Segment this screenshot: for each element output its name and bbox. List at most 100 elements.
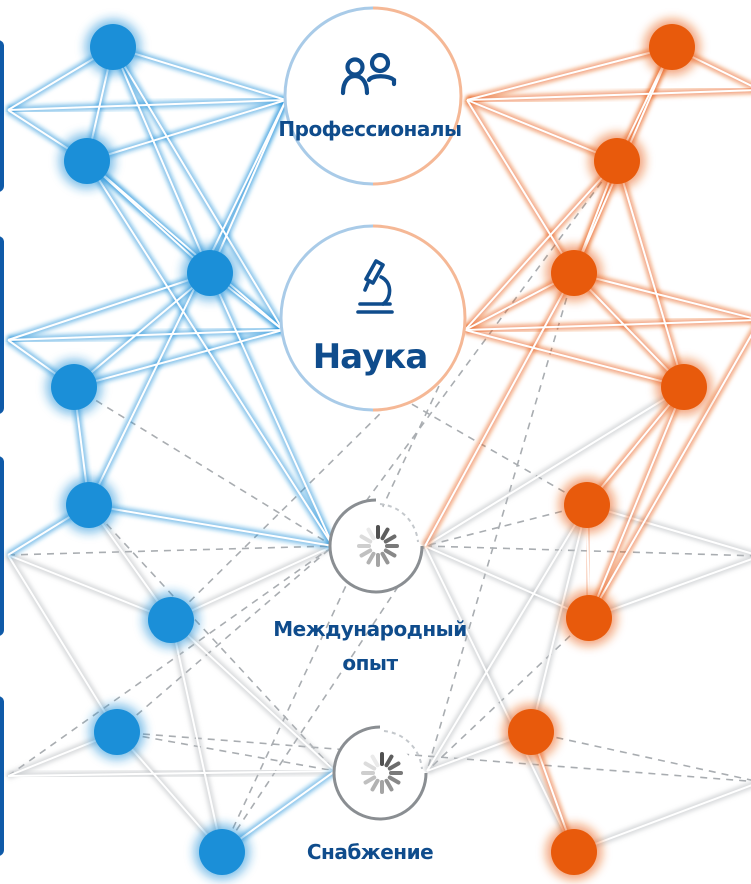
hub-international-label-line2: опыт: [342, 651, 398, 675]
orange-link: [464, 319, 751, 331]
spinner-spoke: [366, 527, 376, 541]
gray-link: [170, 619, 223, 853]
blue-node: [187, 250, 233, 296]
blue-node: [148, 597, 194, 643]
orange-link: [424, 272, 575, 547]
dashed-link: [116, 731, 751, 783]
blue-link: [7, 329, 284, 341]
dashed-link: [73, 386, 334, 547]
dashed-link: [7, 545, 334, 556]
orange-node: [551, 829, 597, 875]
blue-link: [7, 272, 211, 341]
network-nodes: [46, 19, 712, 880]
spinner-spoke: [383, 548, 397, 558]
hub-supply-ring: [332, 725, 428, 821]
blue-node: [64, 138, 110, 184]
spinner-spoke: [380, 551, 390, 565]
blue-node: [51, 364, 97, 410]
blue-link: [112, 46, 284, 331]
blue-link: [86, 160, 334, 547]
blue-link: [209, 272, 334, 547]
orange-link: [466, 89, 751, 101]
gray-link: [7, 554, 172, 621]
loading-spinner-icon: [357, 525, 399, 567]
spinner-spoke: [370, 754, 380, 768]
spinner-spoke: [359, 534, 373, 544]
hub-science-label: Наука: [312, 337, 429, 377]
dashed-link: [221, 545, 426, 853]
blue-link: [86, 160, 284, 331]
spinner-spoke: [383, 534, 397, 544]
dashed-link: [426, 617, 590, 772]
hub-professionals-inner-ring: [295, 18, 374, 174]
microscope-icon-arm: [379, 275, 392, 306]
gray-link: [170, 619, 336, 772]
blue-link: [88, 99, 287, 506]
left-edge-tab: [0, 456, 4, 636]
hub-supply-label: Снабжение: [306, 840, 434, 864]
blue-link: [7, 99, 287, 111]
orange-link: [588, 386, 685, 619]
gray-link: [588, 558, 751, 619]
orange-link: [464, 160, 618, 331]
people-icon-head-back: [369, 52, 391, 74]
dashed-link: [116, 545, 334, 733]
gray-link: [426, 504, 588, 772]
dashed-link: [88, 504, 336, 772]
orange-node: [661, 364, 707, 410]
people-icon-body-front: [340, 73, 370, 96]
hub-professionals-ring-right: [372, 6, 463, 186]
orange-link: [466, 99, 575, 274]
dashed-link: [424, 545, 751, 557]
spinner-spoke: [380, 527, 390, 541]
spinner-spoke: [363, 775, 377, 785]
blue-node: [94, 709, 140, 755]
spinner-spoke: [387, 775, 401, 785]
blue-node: [90, 24, 136, 70]
hub-science[interactable]: [279, 224, 467, 412]
blue-node: [66, 482, 112, 528]
spinner-spoke: [359, 548, 373, 558]
gray-link: [170, 545, 334, 621]
orange-node: [566, 595, 612, 641]
orange-link: [616, 160, 685, 388]
gray-link: [573, 784, 751, 853]
gray-link: [530, 504, 588, 733]
people-icon-body-back: [366, 74, 397, 87]
hub-science-ring-left: [279, 224, 374, 412]
orange-link: [464, 329, 685, 388]
dashed-link: [332, 160, 618, 547]
hub-supply[interactable]: [332, 725, 428, 821]
orange-link: [588, 333, 751, 619]
spinner-spoke: [384, 754, 394, 768]
gray-link: [424, 545, 575, 853]
orange-node: [649, 24, 695, 70]
gray-link: [7, 554, 118, 733]
gray-links: [7, 386, 751, 853]
dashed-link: [7, 545, 334, 777]
spinner-spoke: [384, 778, 394, 792]
dashed-link: [116, 731, 336, 772]
blue-link: [112, 46, 211, 274]
hub-professionals-label: Профессионалы: [278, 117, 462, 141]
blue-node: [199, 829, 245, 875]
dashed-link: [221, 329, 466, 853]
spinner-spoke: [370, 778, 380, 792]
microscope-icon-lens: [363, 281, 370, 292]
hub-international[interactable]: [328, 498, 424, 594]
hub-international-label: Международный опыт: [220, 612, 520, 680]
orange-node: [594, 138, 640, 184]
orange-link: [573, 272, 751, 319]
gray-link: [7, 770, 336, 777]
blue-link: [73, 329, 284, 388]
orange-node: [508, 709, 554, 755]
dashed-link: [426, 272, 575, 772]
gray-link: [424, 386, 685, 547]
orange-link: [466, 46, 673, 101]
hub-professionals[interactable]: [283, 6, 463, 186]
microscope-icon: [356, 259, 394, 314]
hub-international-label-line1: Международный: [273, 617, 467, 641]
gray-link: [586, 504, 751, 555]
